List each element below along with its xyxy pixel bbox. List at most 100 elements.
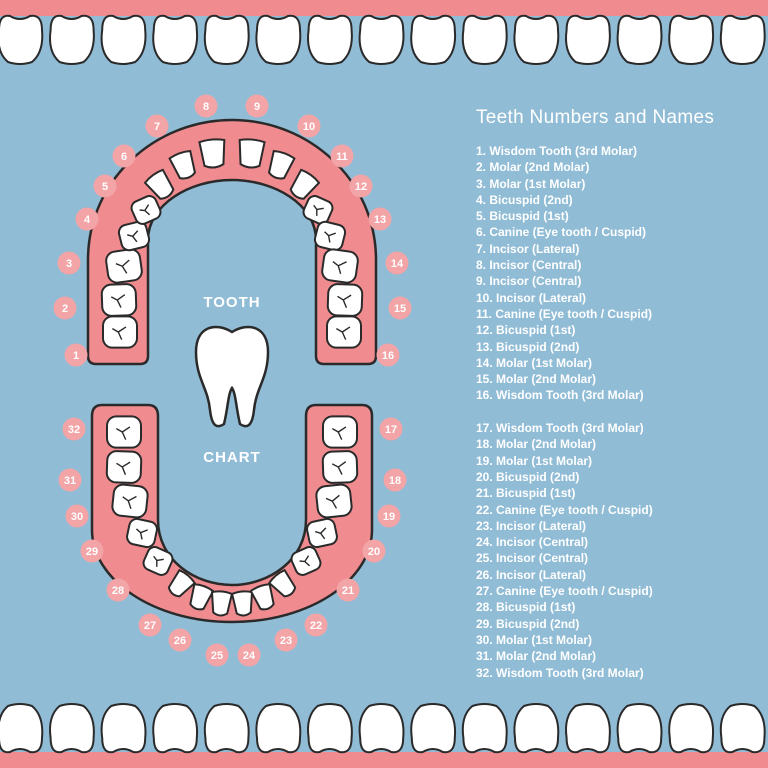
lower-tooth-crown (106, 415, 142, 449)
tooth-number-label: 7 (154, 121, 160, 133)
lower-tooth (321, 450, 359, 484)
border-tooth-bottom (668, 703, 715, 754)
list-item: 1. Wisdom Tooth (3rd Molar) (476, 144, 637, 158)
upper-tooth-groove (324, 231, 337, 243)
upper-tooth-crown (105, 248, 143, 284)
upper-tooth (238, 138, 266, 169)
list-item: 22. Canine (Eye tooth / Cuspid) (476, 502, 653, 517)
border-tooth-top (100, 14, 147, 65)
tooth-number-circle (80, 539, 104, 563)
lower-tooth-crown (210, 590, 234, 617)
tooth-number-circle (75, 207, 99, 231)
tooth-number-badge: 5 (93, 174, 117, 198)
lower-tooth-groove (116, 461, 131, 475)
lower-tooth-crown (321, 450, 359, 484)
upper-tooth (102, 315, 138, 349)
lower-tooth-crown (142, 546, 174, 576)
tooth-number-label: 1 (73, 350, 79, 362)
upper-tooth-crown (238, 138, 266, 169)
tooth-number-badge: 4 (75, 207, 99, 231)
tooth-number-label: 2 (62, 303, 68, 315)
border-tooth-top (255, 14, 302, 65)
tooth-number-circle (368, 207, 392, 231)
list-item: 26. Incisor (Lateral) (476, 567, 587, 582)
tooth-number-label: 12 (355, 181, 367, 193)
list-item: 5. Bicuspid (1st) (476, 209, 569, 224)
lower-tooth (267, 568, 297, 598)
upper-tooth-crown (102, 315, 138, 349)
tooth-number-circle (336, 578, 360, 602)
lower-tooth-crown (126, 517, 158, 549)
tooth-number-badge: 17 (379, 417, 403, 441)
tooth-number-badge: 3 (57, 251, 81, 275)
upper-tooth-crown (143, 168, 175, 200)
lower-tooth-groove (332, 426, 347, 440)
upper-tooth-crown (313, 220, 347, 252)
border-tooth-bottom (0, 703, 44, 754)
tooth-number-badge: 26 (168, 628, 192, 652)
list-item: 9. Incisor (Central) (476, 274, 582, 289)
tooth-number-badge: 18 (383, 468, 407, 492)
top-gum-band (0, 0, 768, 16)
tooth-number-label: 11 (336, 151, 348, 163)
lower-tooth-groove (331, 461, 347, 475)
lower-tooth (306, 517, 338, 549)
list-item: 20. Bicuspid (2nd) (476, 469, 580, 484)
lower-tooth-crown (315, 483, 353, 519)
lower-tooth (290, 546, 322, 576)
tooth-number-label: 17 (385, 424, 397, 436)
lower-tooth (106, 415, 142, 449)
upper-tooth (321, 248, 359, 284)
list-item: 27. Canine (Eye tooth / Cuspid) (476, 584, 653, 599)
tooth-number-label: 28 (112, 585, 124, 597)
upper-tooth-groove (139, 204, 151, 216)
tooth-number-badge: 12 (349, 174, 373, 198)
tooth-number-circle (57, 251, 81, 275)
tooth-number-badge: 7 (145, 114, 169, 138)
list-item: 28. Bicuspid (1st) (476, 600, 576, 615)
lower-tooth-groove (135, 528, 148, 540)
list-spacer (476, 404, 762, 420)
border-tooth-top (461, 14, 508, 65)
tooth-number-circle (385, 251, 409, 275)
tooth-number-circle (112, 144, 136, 168)
bottom-gum-band (0, 752, 768, 768)
border-tooth-top (513, 14, 560, 65)
upper-tooth-crown (168, 149, 197, 180)
list-item: 32. Wisdom Tooth (3rd Molar) (476, 665, 644, 680)
tooth-number-circle (376, 343, 400, 367)
tooth-number-badge: 25 (205, 643, 229, 667)
upper-tooth-crown (130, 195, 162, 225)
tooth-number-badge: 19 (377, 504, 401, 528)
tooth-number-label: 18 (389, 475, 401, 487)
list-item: 11. Canine (Eye tooth / Cuspid) (476, 306, 653, 321)
tooth-number-circle (383, 468, 407, 492)
lower-tooth (167, 568, 197, 598)
tooth-number-label: 30 (71, 511, 83, 523)
tooth-number-label: 29 (86, 546, 98, 558)
tooth-label: TOOTH (203, 294, 260, 311)
upper-tooth (143, 168, 175, 200)
upper-tooth (267, 149, 296, 180)
tooth-number-badge: 23 (274, 628, 298, 652)
tooth-number-badge: 30 (65, 504, 89, 528)
tooth-number-circle (379, 417, 403, 441)
tooth-number-label: 22 (310, 620, 322, 632)
teeth-names-list: 1. Wisdom Tooth (3rd Molar) 2. Molar (2n… (476, 143, 762, 681)
upper-tooth-groove (110, 294, 126, 308)
tooth-number-circle (377, 504, 401, 528)
border-tooth-top (49, 14, 95, 65)
tooth-number-label: 16 (382, 350, 394, 362)
tooth-number-circle (106, 578, 130, 602)
tooth-number-circle (330, 144, 354, 168)
list-item: 31. Molar (2nd Molar) (476, 649, 597, 664)
tooth-number-label: 14 (391, 258, 404, 270)
list-item: 19. Molar (1st Molar) (476, 453, 593, 468)
tooth-number-label: 31 (64, 475, 76, 487)
tooth-icon (194, 325, 270, 428)
tooth-number-label: 15 (394, 303, 406, 315)
tooth-number-badge: 8 (194, 94, 218, 118)
tooth-number-label: 19 (383, 511, 395, 523)
list-item: 3. Molar (1st Molar) (476, 176, 586, 191)
lower-tooth (111, 483, 149, 519)
